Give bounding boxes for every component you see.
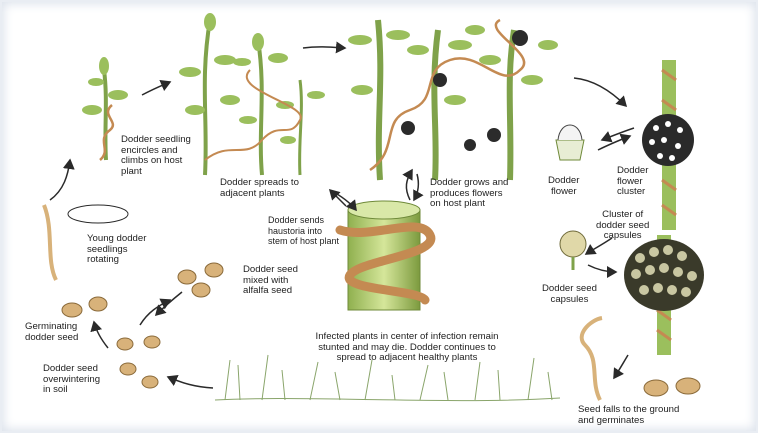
label-seed-capsules: Dodder seed capsules — [542, 284, 597, 305]
label-haustoria: Dodder sends haustoria into stem of host… — [268, 215, 339, 247]
label-dodder-flower: Dodder flower — [548, 176, 579, 197]
label-spreads-to-adjacent: Dodder spreads to adjacent plants — [220, 178, 299, 199]
label-infected-plants: Infected plants in center of infection r… — [262, 332, 552, 364]
label-germinating-seed: Germinating dodder seed — [25, 322, 78, 343]
seed-germinating-illustration — [582, 318, 700, 400]
flowering-dodder-illustration — [348, 20, 558, 180]
label-seed-falls: Seed falls to the ground and germinates — [578, 405, 679, 426]
label-grows-and-flowers: Dodder grows and produces flowers on hos… — [430, 178, 508, 210]
label-overwintering: Dodder seed overwintering in soil — [43, 364, 100, 396]
label-seed-mixed-alfalfa: Dodder seed mixed with alfalfa seed — [243, 265, 298, 297]
label-flower-cluster: Dodder flower cluster — [617, 166, 648, 198]
flower-cluster-illustration — [556, 60, 694, 230]
host-stem-cross-section-illustration — [340, 201, 431, 310]
spreading-plants-illustration — [179, 13, 325, 175]
label-young-seedlings: Young dodder seedlings rotating — [87, 234, 146, 266]
label-seedling-climbs: Dodder seedling encircles and climbs on … — [121, 135, 191, 177]
label-capsule-cluster: Cluster of dodder seed capsules — [596, 210, 649, 242]
